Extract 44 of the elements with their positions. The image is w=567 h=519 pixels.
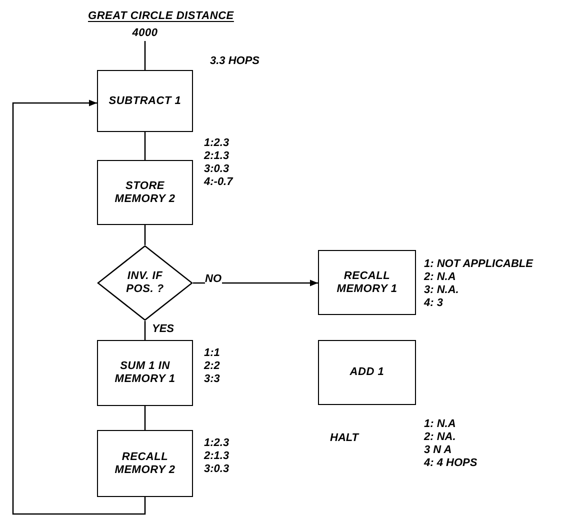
decision-diamond xyxy=(97,245,193,321)
note-text: 2: NA. xyxy=(424,431,456,444)
note-text: 3 N A xyxy=(424,444,452,457)
note-text: HALT xyxy=(330,432,359,445)
process-box xyxy=(97,430,193,497)
annotation-text: 1:2.3 xyxy=(204,437,230,450)
annotation-text: 2: N.A xyxy=(424,271,456,284)
annotation-text: 3:3 xyxy=(204,373,220,386)
process-box xyxy=(97,340,193,406)
node-text: RECALL MEMORY 1 xyxy=(336,270,398,296)
annotation-text: 3:0.3 xyxy=(204,463,230,476)
annotation-text: 3: N.A. xyxy=(424,284,459,297)
edge-label: NO xyxy=(205,273,222,286)
arrow xyxy=(12,100,146,515)
annotation-text: 2:2 xyxy=(204,360,220,373)
connector-line xyxy=(144,132,146,160)
annotation-text: 3.3 HOPS xyxy=(210,55,260,68)
connector-line xyxy=(144,406,146,430)
note-text: 4: 4 HOPS xyxy=(424,457,478,470)
connector-line xyxy=(144,41,146,70)
node-text: SUBTRACT 1 xyxy=(108,94,182,108)
node-text: STORE MEMORY 2 xyxy=(114,180,176,206)
process-box xyxy=(97,70,193,132)
annotation-text: 3:0.3 xyxy=(204,163,230,176)
annotation-text: 4:-0.7 xyxy=(204,176,233,189)
process-box xyxy=(318,340,416,405)
note-text: 1: N.A xyxy=(424,418,456,431)
annotation-text: 1: NOT APPLICABLE xyxy=(424,258,533,271)
title: GREAT CIRCLE DISTANCE xyxy=(88,9,234,24)
node-text: INV. IF POS. ? xyxy=(125,270,165,296)
process-box xyxy=(97,160,193,225)
annotation-text: 1:1 xyxy=(204,347,220,360)
node-text: RECALL MEMORY 2 xyxy=(114,450,176,476)
arrow xyxy=(193,280,318,286)
node-text: 4000 xyxy=(132,26,158,40)
annotation-text: 2:1.3 xyxy=(204,150,230,163)
annotation-text: 4: 3 xyxy=(424,297,443,310)
node-text: SUM 1 IN MEMORY 1 xyxy=(114,360,176,386)
process-box xyxy=(318,250,416,315)
annotation-text: 2:1.3 xyxy=(204,450,230,463)
connector-line xyxy=(144,321,146,340)
connector-line xyxy=(144,225,146,245)
node-text: ADD 1 xyxy=(350,366,384,379)
annotation-text: 1:2.3 xyxy=(204,137,230,150)
